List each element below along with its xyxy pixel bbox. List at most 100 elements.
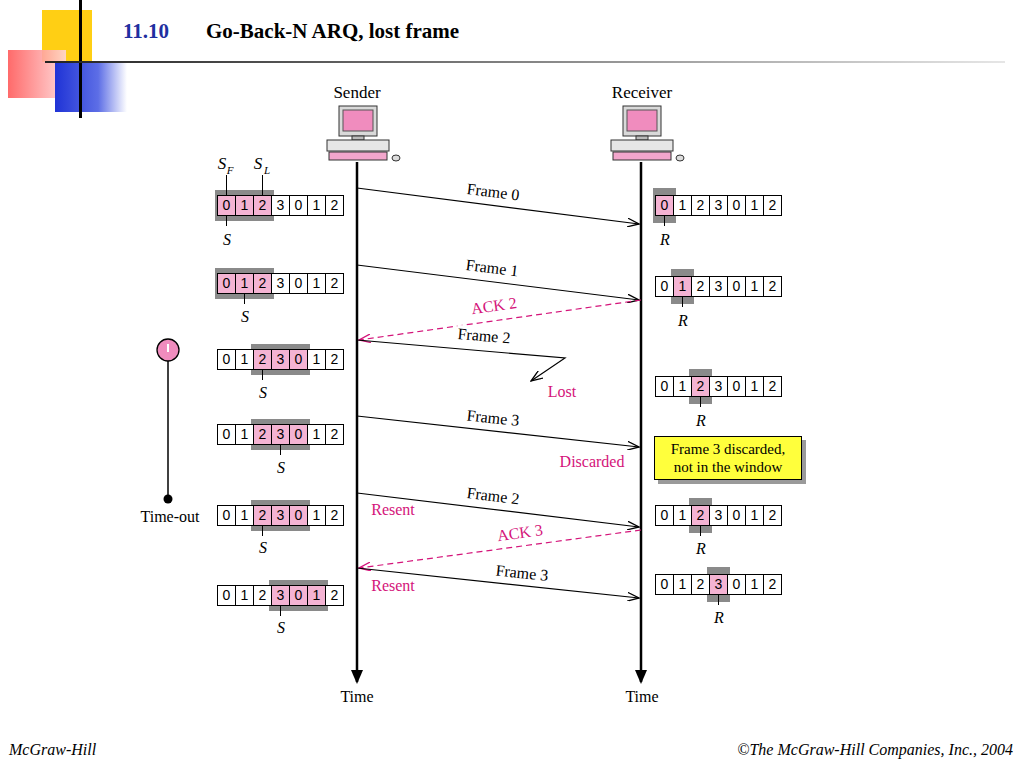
frame-label: Frame 0 [465,180,522,204]
sequence-number: 2 [253,273,272,294]
status-note: Lost [547,383,577,401]
callout-box: Frame 3 discarded, not in the window [654,436,802,480]
pointer-tick [226,216,227,226]
sequence-number: 0 [289,349,308,370]
axis-label: Time [339,688,374,706]
status-note: Discarded [559,453,626,471]
sequence-number: 1 [235,349,254,370]
sequence-number: 2 [763,276,782,297]
sequence-number: 0 [655,276,674,297]
sequence-number: 2 [763,376,782,397]
pointer-name: R [695,412,707,430]
sequence-number: 2 [763,505,782,526]
sequence-number: 3 [271,424,290,445]
sequence-number: 2 [253,195,272,216]
station-name: Sender [332,84,381,103]
sequence-number: 2 [763,574,782,595]
publisher-name: McGraw-Hill [8,741,97,759]
sequence-number: 1 [673,376,692,397]
pointer-tick [700,526,701,536]
sequence-number: 1 [307,585,326,606]
receiver-window-strip: 0123012 [655,505,782,526]
sender-window-strip: 0123012 [217,349,344,370]
sequence-number: 2 [325,273,344,294]
frame-label: Frame 2 [465,484,522,508]
sequence-number: 1 [673,574,692,595]
pointer-name: R [713,609,725,627]
sequence-number: 2 [691,195,710,216]
sequence-number: 1 [745,505,764,526]
callout-text: Frame 3 discarded, not in the window [662,440,794,476]
frame-label: Frame 2 [456,325,512,347]
sequence-number: 3 [709,505,728,526]
sequence-number: 2 [253,505,272,526]
sequence-number: 1 [307,195,326,216]
figure-title: Go-Back-N ARQ, lost frame [205,20,460,43]
figure-number: 11.10 [122,20,170,43]
receiver-window-strip: 0123012 [655,195,782,216]
pointer-tick [280,445,281,455]
sender-window-strip: 0123012 [217,505,344,526]
frame-label: Frame 1 [464,256,521,280]
pointer-name: S [240,308,250,326]
pointer-tick [664,216,665,226]
ack-label: ACK 2 [469,294,519,318]
timer-symbol [157,339,179,504]
axis-label: Time [624,688,659,706]
sequence-number: 3 [709,276,728,297]
sequence-number: 3 [709,376,728,397]
sequence-number: 2 [325,585,344,606]
pointer-subscript: F [226,164,235,176]
receiver-computer [611,106,684,161]
pointer-name: R [677,312,689,330]
sequence-number: 2 [253,349,272,370]
status-note: Resent [370,501,416,519]
sequence-number: 1 [235,424,254,445]
receiver-window-strip: 0123012 [655,376,782,397]
pointer-name: S [258,384,268,402]
sequence-number: 0 [217,505,236,526]
sequence-number: 2 [763,195,782,216]
frame-label: Frame 3 [465,406,521,429]
sequence-number: 0 [289,273,308,294]
sequence-number: 3 [271,273,290,294]
sequence-number: 1 [745,574,764,595]
pointer-name: S [222,231,232,249]
sequence-number: 1 [235,195,254,216]
sequence-number: 3 [271,505,290,526]
sequence-number: 0 [289,195,308,216]
sequence-number: 1 [235,585,254,606]
sequence-number: 1 [307,273,326,294]
sequence-number: 1 [235,505,254,526]
sequence-number: 2 [691,376,710,397]
sequence-number: 2 [325,349,344,370]
sequence-number: 1 [745,195,764,216]
pointer-tick [700,397,701,407]
sequence-number: 0 [217,195,236,216]
sequence-number: 0 [289,585,308,606]
status-note: Resent [370,577,416,595]
sequence-number: 0 [655,195,674,216]
sequence-number: 0 [727,376,746,397]
station-name: Receiver [611,84,673,103]
sequence-number: 2 [691,574,710,595]
sequence-number: 2 [691,276,710,297]
receiver-timeline [640,162,643,682]
sequence-number: 3 [271,349,290,370]
sequence-number: 0 [727,505,746,526]
pointer-name: S [276,619,286,637]
pointer-tick [262,370,263,380]
pointer-name: S [276,459,286,477]
pointer-tick [262,526,263,536]
sequence-number: 2 [253,585,272,606]
sequence-number: 3 [709,195,728,216]
sequence-number: 3 [271,195,290,216]
sender-window-strip: 0123012 [217,273,344,294]
sequence-number: 1 [673,195,692,216]
pointer-subscript: L [263,164,271,176]
frame-label: Frame 3 [494,561,550,584]
pointer-tick [262,175,263,195]
copyright-note: ©The McGraw-Hill Companies, Inc., 2004 [736,741,1014,759]
pointer-tick [280,606,281,616]
